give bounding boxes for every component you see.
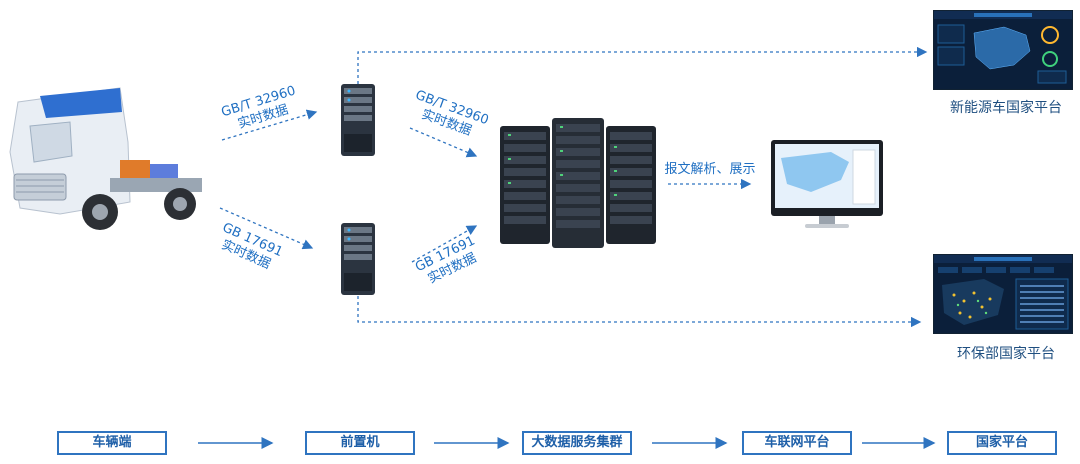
monitor bbox=[771, 140, 883, 228]
arrow-truck-to-bottom-frontend bbox=[219, 207, 314, 250]
flow-step-national-platform: 国家平台 bbox=[947, 431, 1057, 455]
arrow-bottom-frontend-to-env-platform bbox=[357, 296, 922, 328]
truck-image bbox=[9, 87, 202, 230]
label-parse-display: 报文解析、展示 bbox=[664, 162, 756, 177]
arrow-truck-to-top-frontend bbox=[221, 109, 318, 141]
frontend-server-bottom bbox=[341, 223, 375, 295]
arrow-top-frontend-to-nev-platform bbox=[357, 46, 928, 84]
env-platform-label: 环保部国家平台 bbox=[957, 346, 1055, 362]
flow-step-vehicle: 车辆端 bbox=[57, 431, 167, 455]
env-platform-screenshot bbox=[933, 254, 1073, 334]
flow-step-frontend: 前置机 bbox=[305, 431, 415, 455]
flow-step-iov-platform: 车联网平台 bbox=[742, 431, 852, 455]
frontend-server-top bbox=[341, 84, 375, 156]
arrow-bottom-frontend-to-servers bbox=[411, 225, 478, 263]
nev-platform-label: 新能源车国家平台 bbox=[950, 100, 1062, 116]
flow-step-bigdata-cluster: 大数据服务集群 bbox=[522, 431, 632, 455]
nev-platform-screenshot bbox=[933, 10, 1073, 90]
server-cluster bbox=[500, 118, 656, 248]
